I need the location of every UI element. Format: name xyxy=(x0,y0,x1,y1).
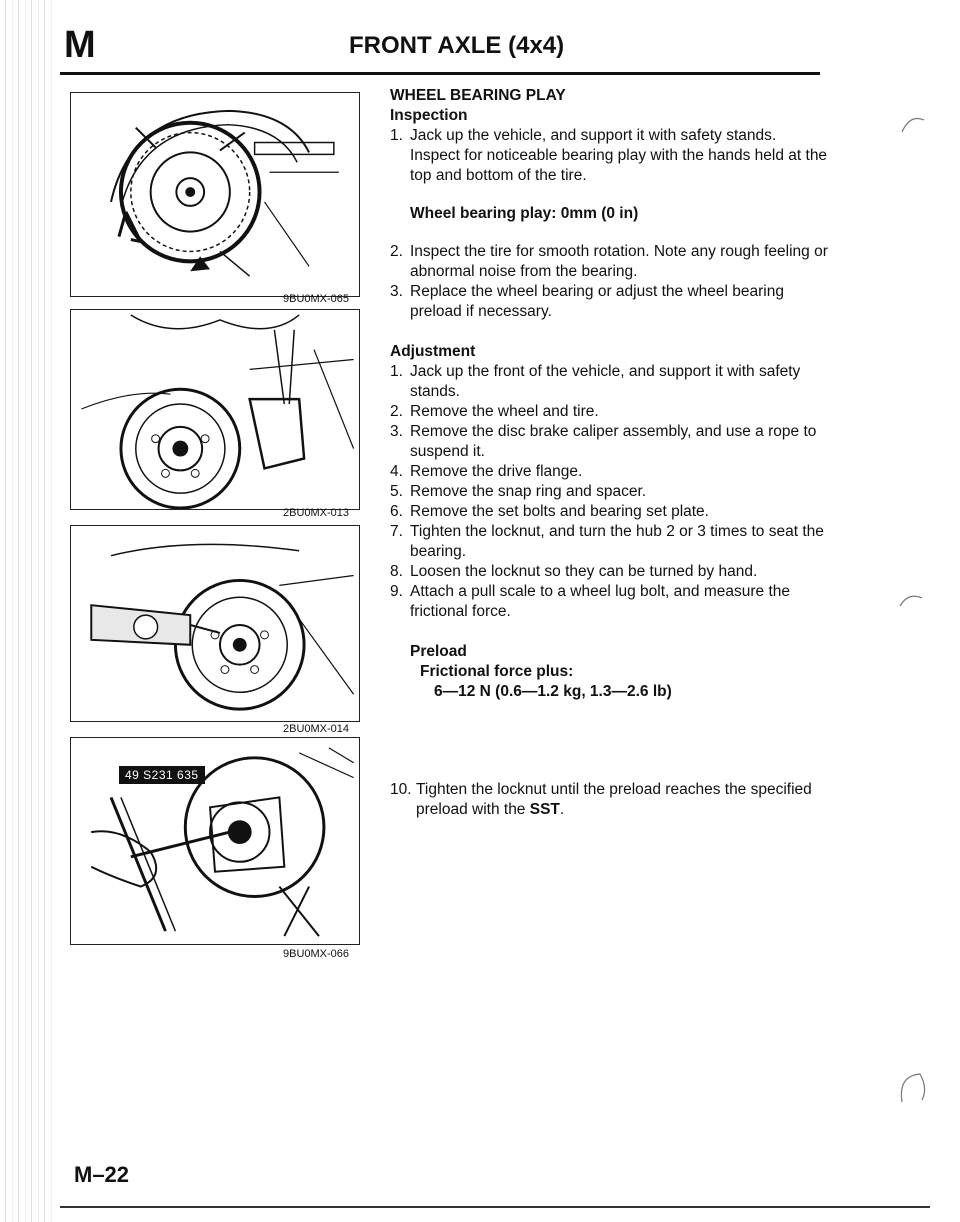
list-item: 4.Remove the drive flange. xyxy=(390,463,583,480)
figure-wheel-play-inspection xyxy=(70,92,360,297)
section-letter: M xyxy=(64,24,96,66)
scan-mark xyxy=(901,117,925,133)
list-item: 2.Remove the wheel and tire. xyxy=(390,403,599,420)
list-item: 5.Remove the snap ring and spacer. xyxy=(390,483,647,500)
procedure-text: WHEEL BEARING PLAY Inspection 1.Jack up … xyxy=(390,86,830,820)
header-rule xyxy=(60,72,820,75)
list-item: 10.Tighten the locknut until the preload… xyxy=(390,781,812,818)
sst-locknut-illustration xyxy=(90,747,354,937)
page-title: FRONT AXLE (4x4) xyxy=(349,32,565,59)
list-item: 1.Jack up the front of the vehicle, and … xyxy=(390,363,801,400)
wheel-inspection-illustration xyxy=(110,109,339,277)
sst-number-tag: 49 S231 635 xyxy=(119,766,205,784)
list-item: 8.Loosen the locknut so they can be turn… xyxy=(390,563,758,580)
pull-scale-illustration xyxy=(90,543,355,711)
list-item: 3.Replace the wheel bearing or adjust th… xyxy=(390,283,784,320)
page-number: M–22 xyxy=(74,1162,130,1187)
adjustment-steps: 1.Jack up the front of the vehicle, and … xyxy=(390,362,830,622)
adjustment-step-10: 10.Tighten the locknut until the preload… xyxy=(390,780,830,820)
sst-reference: SST xyxy=(529,801,560,818)
figure-sst-locknut: 49 S231 635 xyxy=(70,737,360,945)
inspection-steps: 1.Jack up the vehicle, and support it wi… xyxy=(390,126,830,186)
preload-value: 6—12 N (0.6—1.2 kg, 1.3—2.6 lb) xyxy=(434,683,672,700)
scan-mark xyxy=(900,1073,926,1103)
preload-label: Frictional force plus: xyxy=(420,663,574,680)
figure-caliper-removal xyxy=(70,309,360,510)
figure-code: 9BU0MX-065 xyxy=(283,293,350,305)
scan-mark xyxy=(899,595,923,607)
preload-heading: Preload xyxy=(410,643,467,660)
bottom-rule xyxy=(60,1206,930,1208)
preload-spec: Preload Frictional force plus: 6—12 N (0… xyxy=(410,642,830,702)
list-item: 7.Tighten the locknut, and turn the hub … xyxy=(390,523,824,560)
figure-code: 2BU0MX-014 xyxy=(283,723,350,735)
list-item: 2.Inspect the tire for smooth rotation. … xyxy=(390,243,828,280)
bearing-play-spec: Wheel bearing play: 0mm (0 in) xyxy=(410,205,639,222)
figure-pull-scale xyxy=(70,525,360,722)
figure-code: 2BU0MX-013 xyxy=(283,507,350,519)
list-item: 6.Remove the set bolts and bearing set p… xyxy=(390,503,709,520)
list-item: 9.Attach a pull scale to a wheel lug bol… xyxy=(390,583,790,620)
list-item: 1.Jack up the vehicle, and support it wi… xyxy=(390,127,828,184)
list-item: 3.Remove the disc brake caliper assembly… xyxy=(390,423,817,460)
binding-edge xyxy=(0,0,52,1222)
caliper-removal-illustration xyxy=(81,314,355,509)
inspection-heading: Inspection xyxy=(390,107,468,124)
figure-code: 9BU0MX-066 xyxy=(283,948,350,960)
inspection-steps-continued: 2.Inspect the tire for smooth rotation. … xyxy=(390,242,830,322)
adjustment-heading: Adjustment xyxy=(390,343,476,360)
section-heading: WHEEL BEARING PLAY xyxy=(390,87,566,104)
